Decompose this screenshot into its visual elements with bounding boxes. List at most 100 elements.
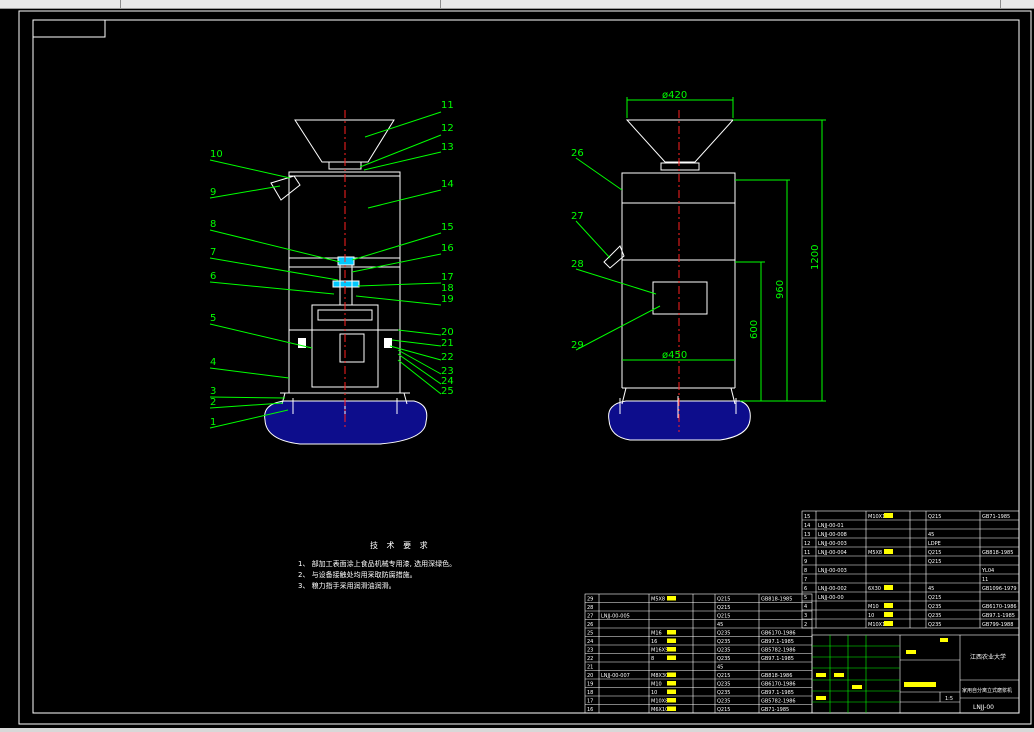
parts-cell-name: LNJJ-00-01 [818,523,844,529]
balloon-3: 3 [210,386,216,397]
parts-cell-no: 29 [587,597,593,603]
balloon-24: 24 [441,376,454,387]
title-block [811,634,1020,714]
balloon-20: 20 [441,327,454,338]
front-view [209,110,442,445]
parts-cell-no: 21 [587,665,593,671]
dim-bottom-diameter: ø450 [662,350,687,361]
parts-highlight [667,647,676,652]
balloon-22: 22 [441,352,454,363]
parts-highlight [667,706,676,711]
parts-highlight [667,698,676,703]
parts-cell-std: GB6170-1986 [761,682,796,688]
front-hopper [294,119,395,163]
balloon-19: 19 [441,294,454,305]
parts-cell-mat: 45 [928,586,934,592]
parts-cell-no: 27 [587,614,593,620]
parts-highlight [667,655,676,660]
parts-cell-mat: 45 [717,665,723,671]
balloon-27: 27 [571,211,584,222]
parts-cell-name: LNJJ-00-007 [601,673,630,679]
parts-cell-mat: Q235 [717,690,730,696]
balloon-17: 17 [441,272,454,283]
toolbar-segment[interactable] [440,0,1001,8]
parts-cell-mat: Q235 [717,639,730,645]
parts-cell-std: GB818-1985 [761,597,792,603]
parts-cell-std: GB97.1-1985 [761,639,794,645]
parts-cell-no: 24 [587,639,593,645]
parts-highlight [884,585,893,590]
parts-cell-name: LNJJ-00-002 [818,586,847,592]
parts-cell-std: YL04 [981,568,994,574]
top-toolbar [0,0,1034,9]
parts-cell-mat: Q235 [717,656,730,662]
inner-frame [32,19,1020,714]
parts-cell-std: GB1096-1979 [982,586,1017,592]
parts-cell-no: 14 [804,523,810,529]
toolbar-segment[interactable] [0,0,121,8]
balloon-29: 29 [571,340,584,351]
parts-cell-no: 16 [587,707,593,713]
status-bar [0,728,1034,732]
side-spout [603,245,625,269]
parts-cell-no: 7 [804,577,807,583]
parts-cell-spec: M10 [651,682,662,688]
parts-cell-spec: M8X30 [651,673,668,679]
parts-cell-no: 26 [587,622,593,628]
side-access-panel [652,281,708,315]
parts-cell-std: GB97.1-1985 [761,690,794,696]
parts-cell-spec: 10 [651,690,657,696]
toolbar-segment[interactable] [120,0,441,8]
tech-requirements-title: 技 术 要 求 [370,540,431,550]
parts-highlight [667,689,676,694]
outer-frame [18,10,1032,725]
balloon-14: 14 [441,179,454,190]
balloon-1: 1 [210,417,216,428]
tech-requirement-line: 3、 粮力指手采用润滑油润滑。 [298,581,396,590]
parts-cell-no: 19 [587,682,593,688]
balloon-21: 21 [441,338,454,349]
parts-cell-name: LNJJ-00-005 [601,614,630,620]
parts-cell-std: GB97.1-1985 [761,656,794,662]
tech-requirement-line: 2、 与设备接触处均用采取防腐措施。 [298,570,417,579]
parts-cell-mat: Q215 [928,550,941,556]
parts-cell-std: GB6170-1986 [982,604,1017,610]
parts-cell-mat: Q235 [928,613,941,619]
parts-cell-no: 9 [804,559,807,565]
parts-cell-spec: M16X50 [651,648,671,654]
parts-cell-no: 13 [804,532,810,538]
parts-cell-no: 20 [587,673,593,679]
parts-highlight [667,630,676,635]
parts-cell-std: GB799-1988 [982,622,1013,628]
parts-cell-mat: Q215 [717,614,730,620]
parts-highlight [667,638,676,643]
corner-box [32,19,106,38]
parts-cell-name: LNJJ-00-00 [818,595,844,601]
balloon-28: 28 [571,259,584,270]
parts-cell-spec: 6X30 [868,586,881,592]
parts-cell-mat: Q215 [928,595,941,601]
parts-cell-name: LNJJ-00-003 [818,541,847,547]
parts-cell-no: 4 [804,604,807,610]
balloon-2: 2 [210,397,216,408]
parts-highlight [667,596,676,601]
parts-cell-no: 12 [804,541,810,547]
cad-drawing-canvas[interactable]: 11 12 13 14 10 9 8 15 16 7 17 18 6 19 5 … [0,8,1034,728]
parts-cell-mat: Q215 [928,559,941,565]
parts-cell-mat: Q235 [717,682,730,688]
parts-cell-mat: Q215 [717,673,730,679]
dim-height-1200: 1200 [810,245,821,270]
parts-cell-no: 22 [587,656,593,662]
parts-cell-spec: 10 [868,613,874,619]
balloon-12: 12 [441,123,454,134]
parts-cell-no: 18 [587,690,593,696]
parts-cell-spec: 16 [651,639,657,645]
side-view [575,97,826,441]
title-block-scale: 1:5 [945,696,953,702]
parts-cell-no: 5 [804,595,807,601]
parts-cell-no: 28 [587,605,593,611]
balloon-7: 7 [210,247,216,258]
parts-cell-std: GB71-1985 [982,514,1010,520]
parts-cell-spec: M6X10 [651,707,668,713]
